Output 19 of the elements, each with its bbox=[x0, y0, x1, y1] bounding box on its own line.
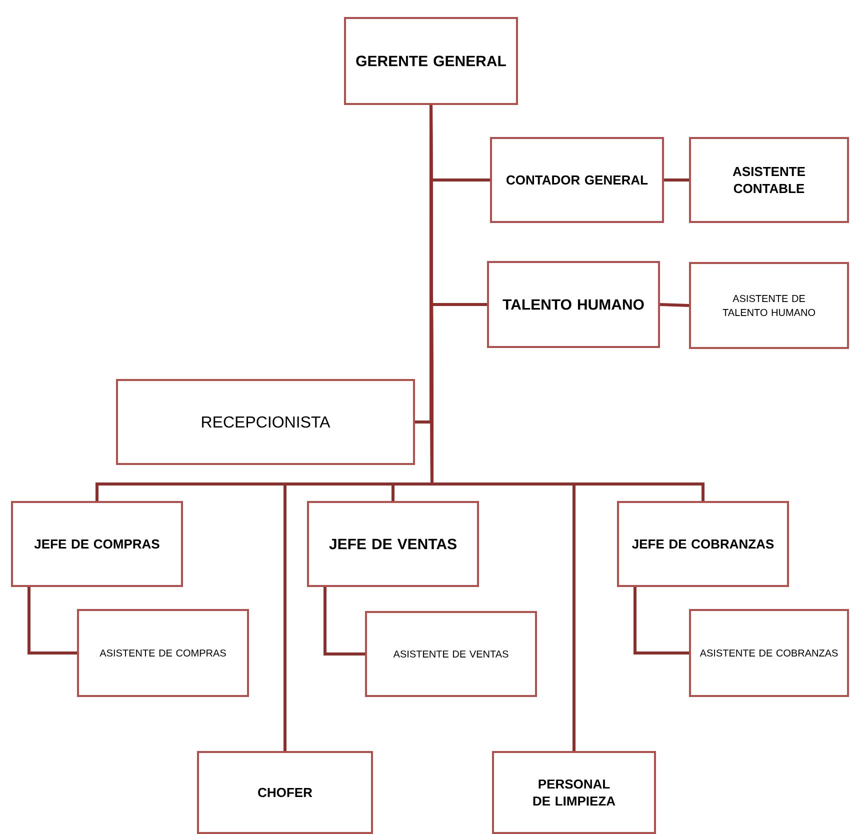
position-box: ASISTENTE DE VENTAS bbox=[365, 611, 537, 697]
position-box: CHOFER bbox=[197, 751, 373, 834]
position-box: JEFE DE COBRANZAS bbox=[617, 501, 790, 587]
position-box: PERSONAL DE LIMPIEZA bbox=[492, 751, 656, 834]
position-box: JEFE DE VENTAS bbox=[307, 501, 479, 587]
position-box: RECEPCIONISTA bbox=[116, 379, 415, 465]
position-box: ASISTENTE CONTABLE bbox=[689, 137, 850, 223]
position-box: GERENTE GENERAL bbox=[344, 17, 518, 105]
position-box: ASISTENTE DE TALENTO HUMANO bbox=[689, 262, 850, 349]
connector-line bbox=[660, 303, 690, 307]
position-box: CONTADOR GENERAL bbox=[490, 137, 664, 223]
connector-line bbox=[634, 587, 689, 654]
position-box: ASISTENTE DE COBRANZAS bbox=[689, 609, 850, 697]
position-box: ASISTENTE DE COMPRAS bbox=[77, 609, 249, 697]
connector-line bbox=[664, 178, 689, 182]
position-box: JEFE DE COMPRAS bbox=[11, 501, 183, 587]
connector-line bbox=[324, 587, 365, 656]
position-box: TALENTO HUMANO bbox=[487, 261, 660, 348]
connector-line bbox=[28, 587, 77, 654]
